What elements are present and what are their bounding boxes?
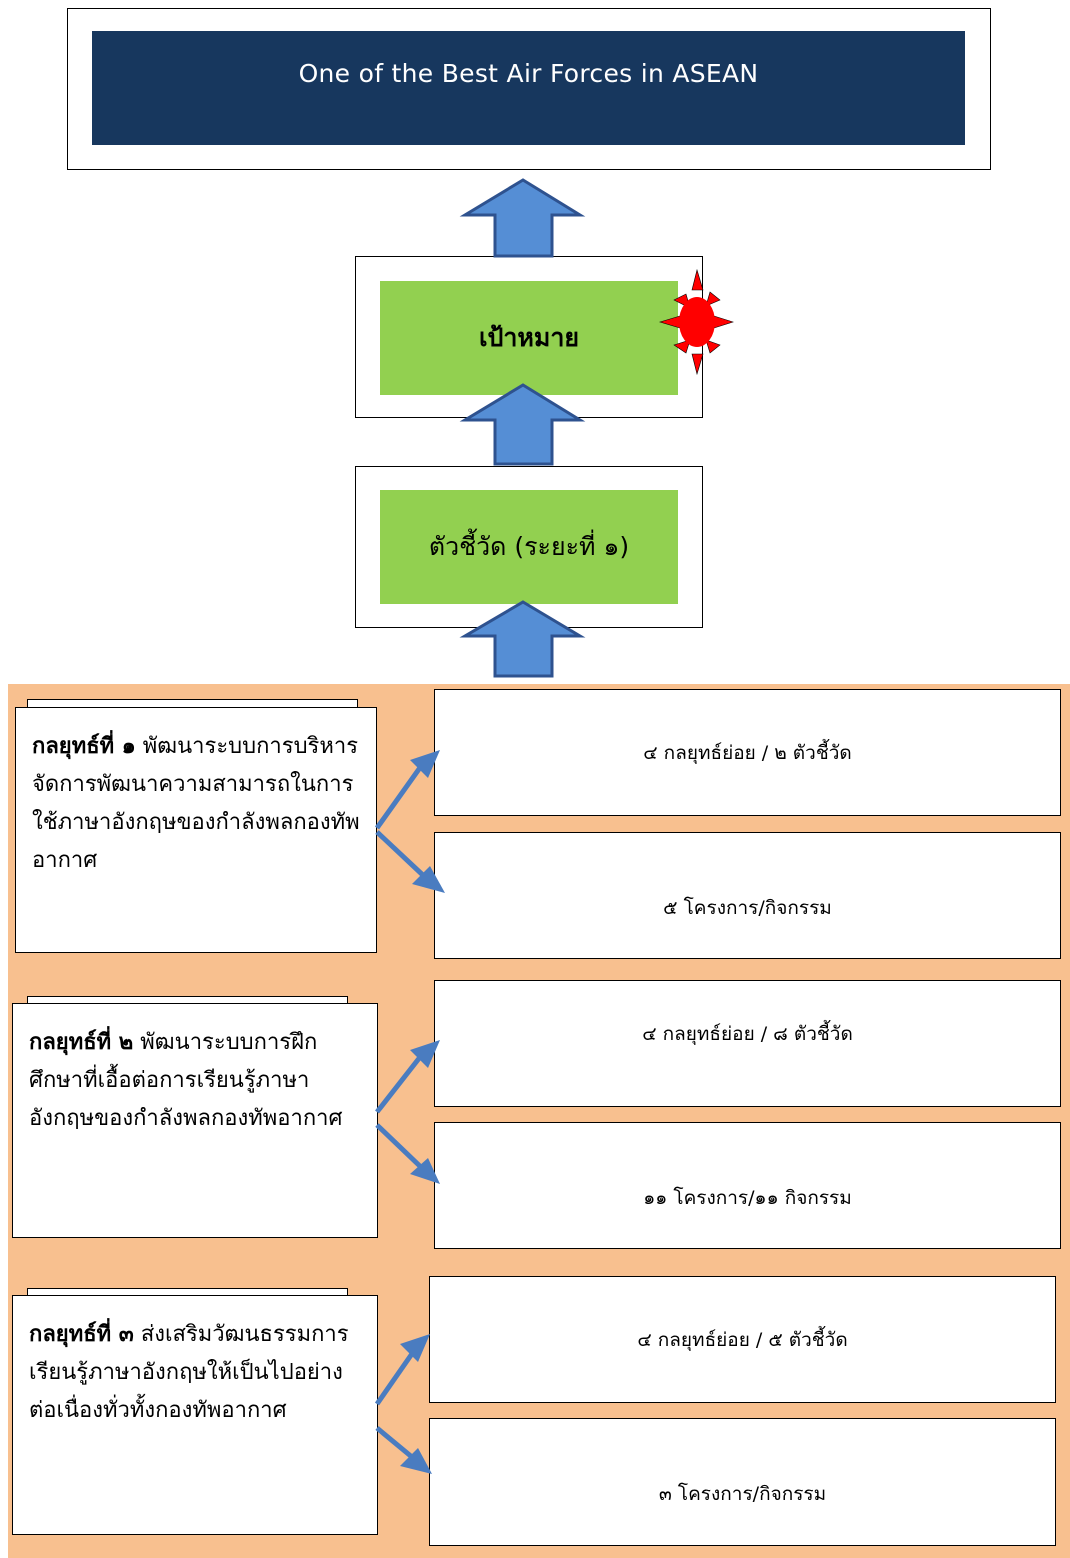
up-arrow-icon [459,383,586,466]
goal-box: เป้าหมาย [380,281,678,395]
strategy-2-box: กลยุทธ์ที่ ๒ พัฒนาระบบการฝึกศึกษาที่เอื้… [12,1003,378,1238]
strategy-2-projects-box: ๑๑ โครงการ/๑๑ กิจกรรม [434,1122,1061,1249]
strategy-3-heading: กลยุทธ์ที่ ๓ [29,1322,134,1347]
strategy-3-projects-box: ๓ โครงการ/กิจกรรม [429,1418,1056,1546]
up-arrow-icon [459,600,586,678]
strategy-1-sub: ๔ กลยุทธ์ย่อย / ๒ ตัวชี้วัด [643,741,852,764]
connector-arrow-icon [375,1426,432,1474]
strategy-1-text: พัฒนาระบบการบริหารจัดการพัฒนาความสามารถใ… [32,734,360,873]
connector-arrow-icon [375,1123,440,1184]
connector-arrow-icon [375,1040,440,1114]
strategy-3-text: ส่งเสริมวัฒนธรรมการเรียนรู้ภาษาอังกฤษให้… [29,1322,349,1423]
strategy-3-box: กลยุทธ์ที่ ๓ ส่งเสริมวัฒนธรรมการเรียนรู้… [12,1295,378,1535]
strategy-2-heading: กลยุทธ์ที่ ๒ [29,1030,134,1055]
indicator-box: ตัวชี้วัด (ระยะที่ ๑) [380,490,678,604]
strategy-3-sub-box: ๔ กลยุทธ์ย่อย / ๕ ตัวชี้วัด [429,1276,1056,1403]
burst-icon [658,268,734,376]
strategy-2-projects: ๑๑ โครงการ/๑๑ กิจกรรม [643,1186,852,1209]
strategy-1-box: กลยุทธ์ที่ ๑ พัฒนาระบบการบริหารจัดการพัฒ… [15,707,377,953]
strategy-2-text: พัฒนาระบบการฝึกศึกษาที่เอื้อต่อการเรียนร… [29,1030,343,1131]
strategy-3-projects: ๓ โครงการ/กิจกรรม [658,1483,827,1505]
strategy-2-sub: ๔ กลยุทธ์ย่อย / ๘ ตัวชี้วัด [642,1022,853,1045]
strategy-1-projects: ๕ โครงการ/กิจกรรม [663,896,832,919]
strategy-2-sub-box: ๔ กลยุทธ์ย่อย / ๘ ตัวชี้วัด [434,980,1061,1107]
strategy-3-sub: ๔ กลยุทธ์ย่อย / ๕ ตัวชี้วัด [637,1328,848,1351]
connector-arrow-icon [374,750,440,830]
up-arrow-icon [459,178,586,258]
strategy-1-heading: กลยุทธ์ที่ ๑ [32,734,136,759]
strategy-1-projects-box: ๕ โครงการ/กิจกรรม [434,832,1061,959]
connector-arrow-icon [375,830,445,893]
vision-banner: One of the Best Air Forces in ASEAN [92,31,965,145]
connector-arrow-icon [374,1334,430,1406]
